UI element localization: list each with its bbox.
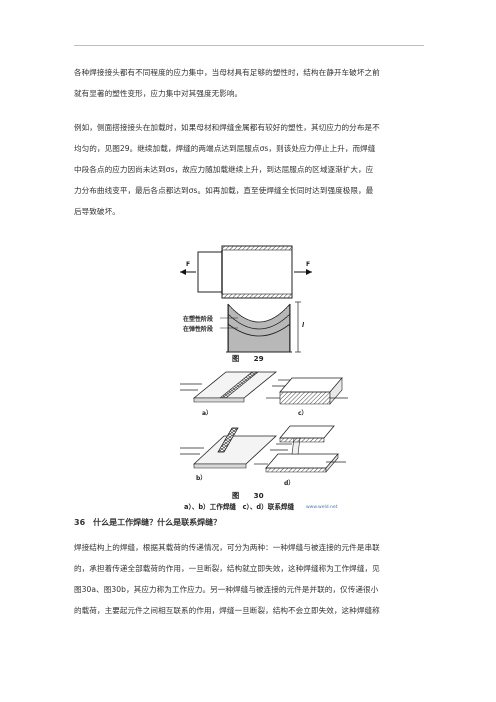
label-c: c）: [298, 410, 308, 417]
example-line: 均匀的，见图29。继续加载，焊缝的两端点达到屈服点σs，则该处应力停止上升，而焊…: [74, 144, 376, 153]
figure-29-caption: 图 29: [232, 354, 264, 363]
section-line: 图30a、图30b，其应力称为工作应力。另一种焊缝与被连接的元件是并联的，仅传递…: [74, 585, 379, 594]
example-paragraph: 例如，侧面搭接接头在加载时，如果母材和焊缝金属都有较好的塑性，其切应力的分布是不…: [74, 117, 430, 222]
figure-30-drawing: [180, 371, 348, 473]
section-line: 焊接结构上的焊缝，根据其载荷的传递情况，可分为两种：一种焊缝与被连接的元件是串联: [74, 543, 380, 552]
example-line: 力分布曲线变平，最后各点都达到σs。如再加载，直至使焊缝全长同时达到强度极限，最: [74, 186, 374, 195]
example-line: 例如，侧面搭接接头在加载时，如果母材和焊缝金属都有较好的塑性，其切应力的分布是不: [74, 123, 380, 132]
figure-30: a） c） b） d） 图 30 a）、b）工作焊缝 c）、d）联系焊缝 www…: [180, 368, 350, 516]
label-d: d）: [284, 480, 295, 487]
label-b: b）: [196, 475, 207, 482]
intro-line: 各种焊接接头都有不同程度的应力集中，当母材具有足够的塑性时，结构在静开车破坏之前: [74, 68, 380, 77]
length-label: l: [302, 322, 305, 329]
figure-29-drawing: [180, 245, 312, 353]
label-a: a）: [202, 410, 213, 417]
watermark: www.weld.net: [306, 505, 338, 510]
intro-line: 就有显著的塑性变形，应力集中对其强度无影响。: [74, 89, 243, 98]
force-label-left: F: [186, 261, 191, 268]
section-line: 的载荷，主要起元件之间相互联系的作用，焊缝一旦断裂，结构不会立即失效，这种焊缝称: [74, 606, 380, 615]
section-line: 的，承担着传递全部载荷的作用，一旦断裂，结构就立即失效，这种焊缝称为工作焊缝，见: [74, 564, 380, 573]
figure-29: F F 在塑性阶段 在弹性阶段 l 图 29: [180, 244, 320, 368]
intro-paragraph: 各种焊接接头都有不同程度的应力集中，当母材具有足够的塑性时，结构在静开车破坏之前…: [74, 62, 430, 104]
figure-30-subcaption: a）、b）工作焊缝 c）、d）联系焊缝: [184, 503, 295, 511]
plastic-stage-label: 在塑性阶段: [183, 316, 214, 323]
elastic-stage-label: 在弹性阶段: [183, 326, 214, 333]
figure-30-caption: 图 30: [232, 491, 264, 500]
example-line: 后导致破坏。: [74, 207, 120, 216]
section-paragraph: 焊接结构上的焊缝，根据其载荷的传递情况，可分为两种：一种焊缝与被连接的元件是串联…: [74, 537, 430, 621]
force-label-right: F: [306, 261, 311, 268]
header-rule: [74, 45, 424, 46]
section-heading: 36 什么是工作焊缝？什么是联系焊缝？: [74, 518, 222, 527]
example-line: 中段各点的应力因尚未达到σs，故应力随加载继续上升，到达屈服点的区域逐渐扩大，应: [74, 165, 374, 174]
